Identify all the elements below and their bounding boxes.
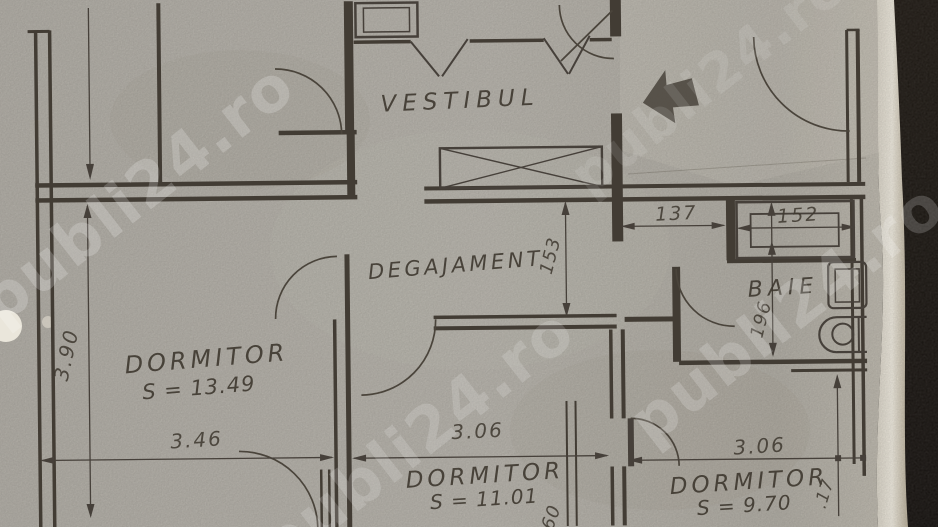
wall (679, 358, 868, 366)
dim-line (42, 456, 333, 462)
shelf-line (353, 39, 411, 44)
door-leaf (441, 38, 469, 77)
wall (344, 254, 353, 527)
toilet (818, 315, 867, 354)
dim-arrow (833, 374, 842, 389)
wall (35, 194, 358, 203)
wall (433, 324, 617, 331)
wall (433, 313, 617, 320)
wall (855, 29, 862, 182)
dim-line (354, 454, 608, 459)
sink (826, 260, 868, 310)
dim-arrow (85, 163, 94, 180)
wall (608, 329, 614, 419)
door-arc (752, 37, 850, 132)
dim-dot (860, 454, 867, 461)
interior-line (565, 400, 569, 527)
hole-punch (0, 310, 22, 342)
cabinet (354, 1, 419, 39)
wall (346, 132, 356, 198)
dim-arrow (83, 204, 92, 219)
interior-line (574, 400, 578, 526)
wall (672, 266, 682, 362)
dim-arrow (562, 302, 571, 317)
dim-arrow (561, 200, 570, 216)
door-leaf (568, 35, 591, 75)
dim-label-152: 152 (776, 203, 820, 228)
door-leaf (409, 40, 440, 77)
dimension-lines (40, 7, 867, 518)
wall (725, 199, 736, 261)
wall (727, 257, 857, 264)
door-leaf (542, 37, 569, 75)
door-leaf (560, 9, 614, 62)
door-arc (274, 68, 343, 135)
room-label-baie: BAIE (747, 274, 819, 303)
door-jamb (319, 469, 324, 527)
dim-arrow (711, 221, 726, 229)
wall (332, 319, 339, 527)
door-arc (675, 268, 735, 328)
wall (620, 329, 626, 419)
dim-line (622, 224, 724, 228)
doors (238, 5, 850, 527)
wall (610, 466, 615, 526)
dim-arrow (86, 503, 95, 518)
dim-line (564, 202, 568, 315)
dim-line (630, 457, 867, 461)
dim-label-306-middle: 3.06 (451, 418, 505, 444)
wall (859, 197, 867, 476)
entrance-arrow-icon (642, 70, 699, 124)
wall (35, 179, 358, 188)
door-arc (558, 5, 614, 60)
dim-arrow (620, 222, 635, 230)
door-arc (238, 450, 319, 527)
cabinet-inner (362, 6, 411, 33)
shelf-line (469, 38, 544, 43)
wardrobe-crossed (438, 145, 604, 190)
door-arc (630, 417, 681, 466)
door-arc (274, 255, 337, 320)
dim-arrow (628, 456, 643, 464)
wall (845, 30, 850, 183)
wall (278, 129, 357, 136)
wall (624, 316, 679, 322)
wall (791, 368, 868, 373)
dim-line (86, 205, 92, 516)
dim-arrow (40, 456, 55, 464)
door-arc (361, 319, 437, 396)
dim-dot (835, 455, 842, 462)
dim-arrow (841, 223, 856, 231)
dim-arrow (352, 454, 367, 462)
dim-label-346: 3.46 (170, 426, 224, 453)
wall (33, 30, 43, 527)
dim-line (836, 376, 840, 517)
dimension-labels: 3.46 3.06 3.06 3.90 137 152 153 196 60 .… (49, 202, 839, 527)
dim-label-306-right: 3.06 (733, 432, 787, 459)
wall (156, 3, 163, 183)
wall (622, 466, 627, 526)
door-jamb (327, 469, 332, 527)
dim-arrow (768, 342, 777, 357)
wall (343, 1, 355, 133)
dim-arrow (320, 454, 335, 462)
dim-line (770, 203, 774, 355)
dim-arrow (767, 240, 776, 255)
wall (610, 113, 624, 242)
door-leaf (627, 418, 635, 467)
wall (47, 30, 57, 527)
wall (424, 194, 866, 204)
dim-line (738, 226, 854, 229)
dim-arrow (736, 224, 751, 232)
room-area-dormitor-right: S = 9.70 (696, 490, 792, 520)
dim-arrow (767, 201, 776, 216)
fixtures (354, 1, 868, 354)
dim-arrow (595, 452, 610, 460)
dim-label-137: 137 (655, 202, 698, 226)
dim-line (87, 7, 91, 176)
